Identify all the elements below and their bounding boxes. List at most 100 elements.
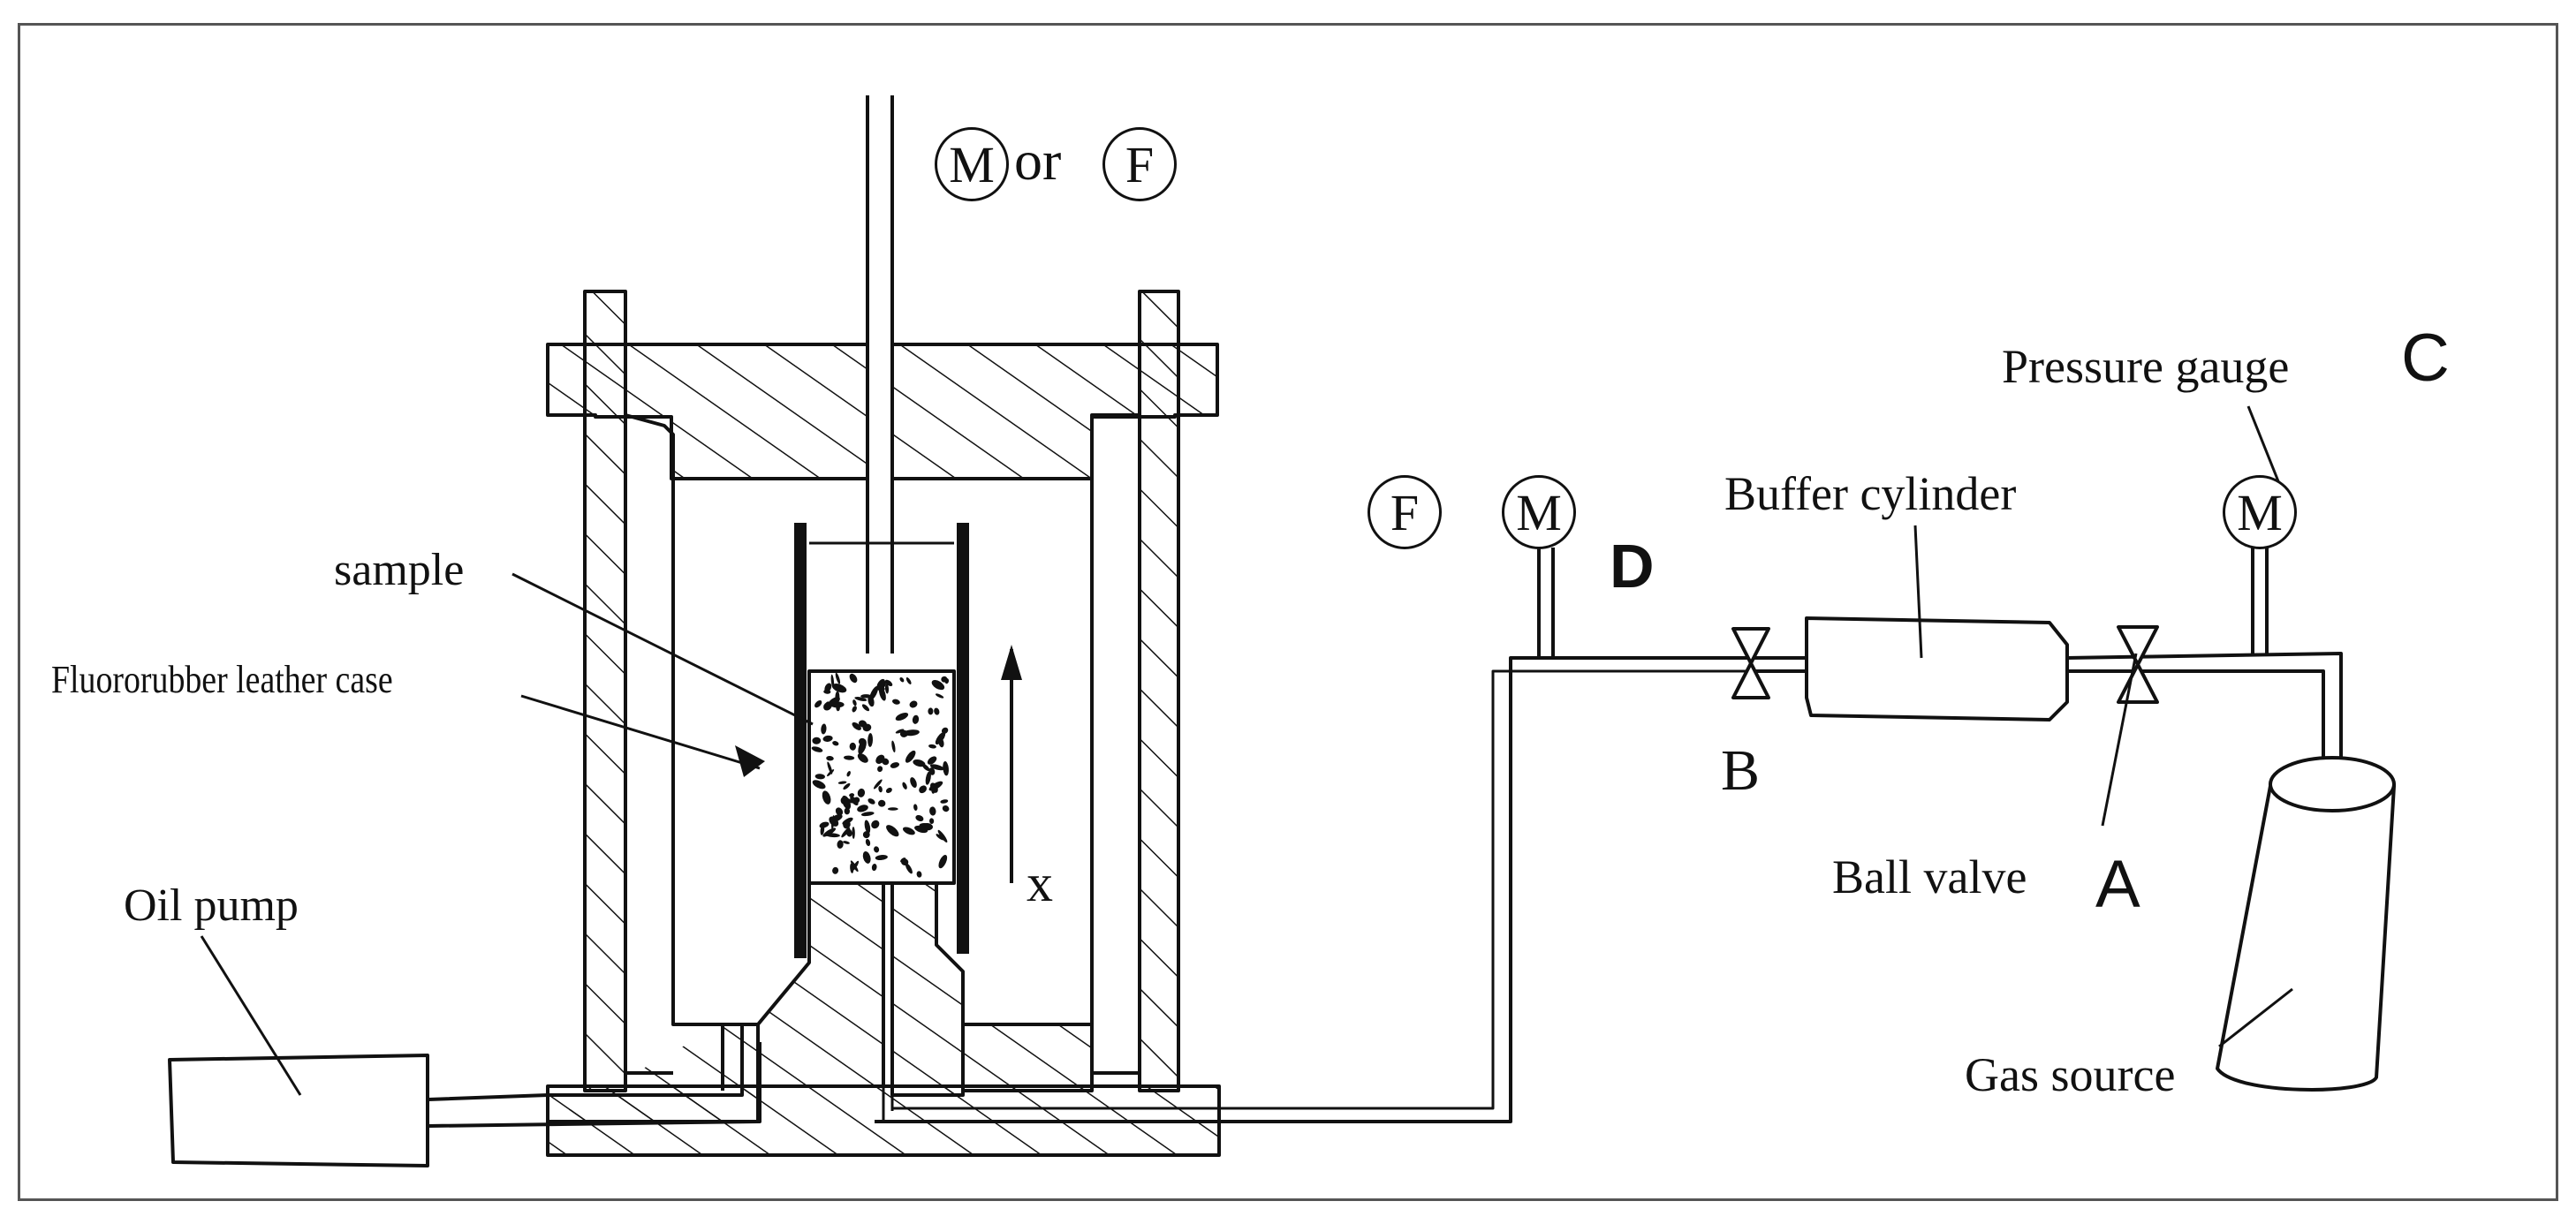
sample-particle <box>865 838 871 847</box>
sample-particle <box>846 798 853 804</box>
sample-particle <box>832 741 839 746</box>
sample-particle <box>835 807 844 816</box>
sample-particle <box>852 827 855 839</box>
sample-particle <box>862 850 871 864</box>
gas-line <box>875 652 2343 1123</box>
sample-particle <box>913 759 926 767</box>
sample-particle <box>875 855 888 860</box>
sample-particle <box>886 825 899 837</box>
d-label: D <box>1610 532 1655 601</box>
oil-pump-box <box>168 1054 429 1167</box>
sample-particle <box>930 782 938 793</box>
sample-particle <box>943 761 949 776</box>
sample-particle <box>854 697 868 701</box>
sample-particle <box>814 700 822 708</box>
sample-particle <box>823 689 831 694</box>
sample-particle <box>877 766 883 773</box>
sample-particle <box>840 797 845 805</box>
sample-particle <box>935 693 944 699</box>
sample-particle <box>862 723 872 732</box>
sample-particle <box>812 737 822 744</box>
oil-pump-label: Oil pump <box>124 880 299 931</box>
sample-particle <box>936 834 944 841</box>
sample-particle <box>850 796 859 805</box>
buffer-cylinder-label: Buffer cylinder <box>1724 467 2017 520</box>
valve-b <box>1731 627 1770 699</box>
sample-particle <box>832 866 839 874</box>
f-meter-label: F <box>1390 483 1420 541</box>
sample-particle <box>916 871 922 878</box>
b-label: B <box>1721 738 1761 803</box>
sample-particle <box>928 707 934 715</box>
sample-particle <box>884 679 893 687</box>
sample-particle <box>891 740 896 753</box>
diagram-frame <box>18 23 2558 1201</box>
sample-particle <box>885 787 892 794</box>
sample-particle <box>826 755 834 761</box>
sample-particle <box>822 790 831 805</box>
sample-particle <box>850 863 854 873</box>
gauge-riser <box>2251 543 2269 655</box>
sample-particle <box>941 676 948 683</box>
sample-particle <box>899 676 905 683</box>
gas-source-cylinder <box>2216 756 2396 1092</box>
sample-particle <box>843 841 850 844</box>
m-meter-top-label: M <box>949 135 995 193</box>
sample-particle <box>927 756 937 765</box>
sample-particle <box>895 712 909 722</box>
sample-particle <box>868 733 874 747</box>
case-arrowhead <box>735 745 765 777</box>
sample-particle <box>841 827 851 838</box>
sample-particle <box>902 782 907 790</box>
sample-particle <box>938 855 948 869</box>
sample-particles <box>811 672 950 878</box>
sample-particle <box>842 817 853 825</box>
sample-particle <box>940 799 949 804</box>
ball-valve-label: Ball valve <box>1832 850 2027 903</box>
sample-particle <box>871 864 877 872</box>
sample-particle <box>846 770 851 777</box>
sample-particle <box>843 782 851 790</box>
sample-particle <box>874 846 880 853</box>
oil-line <box>428 1024 761 1128</box>
sample-particle <box>837 840 844 849</box>
sample-particle <box>830 674 835 689</box>
top-cap <box>546 343 1219 480</box>
sample-particle <box>864 820 871 834</box>
sample-particle <box>892 699 900 705</box>
sample-particle <box>812 780 826 790</box>
pressure-gauge-icon: M <box>2223 475 2297 549</box>
left-outer-wall <box>583 290 627 1092</box>
sample-particle <box>857 788 866 797</box>
sample-particle <box>910 777 917 789</box>
m-meter-icon: M <box>1502 475 1576 549</box>
a-label: A <box>2095 847 2140 922</box>
sample-particle <box>835 672 841 684</box>
buffer-cylinder <box>1805 616 2069 722</box>
pressure-gauge-m-label: M <box>2237 483 2283 541</box>
sample-particle <box>852 699 857 706</box>
sample-particle <box>814 774 825 780</box>
sample-particle <box>849 793 855 797</box>
sample-particle <box>821 723 827 735</box>
sample-particle <box>903 729 920 736</box>
sample-particle <box>878 785 883 793</box>
sample-particle <box>858 739 867 755</box>
right-inner-liner <box>1090 413 1140 1091</box>
sample-particle <box>941 727 949 734</box>
sample-particle <box>925 771 931 785</box>
sample-particle <box>929 764 944 771</box>
f-meter-icon: F <box>1368 475 1442 549</box>
sample-particle <box>873 779 883 790</box>
fluororubber-label: Fluororubber leather case <box>51 658 393 701</box>
sample-particle <box>914 825 928 834</box>
sample-particle <box>902 827 915 835</box>
sample-particle <box>868 695 875 707</box>
sample-particle <box>830 701 845 708</box>
f-meter-top-label: F <box>1125 135 1155 193</box>
pressure-gauge-label: Pressure gauge <box>2002 340 2290 393</box>
sample-particle <box>811 746 823 752</box>
sample-particle <box>822 735 833 742</box>
sample-particle <box>868 798 875 805</box>
